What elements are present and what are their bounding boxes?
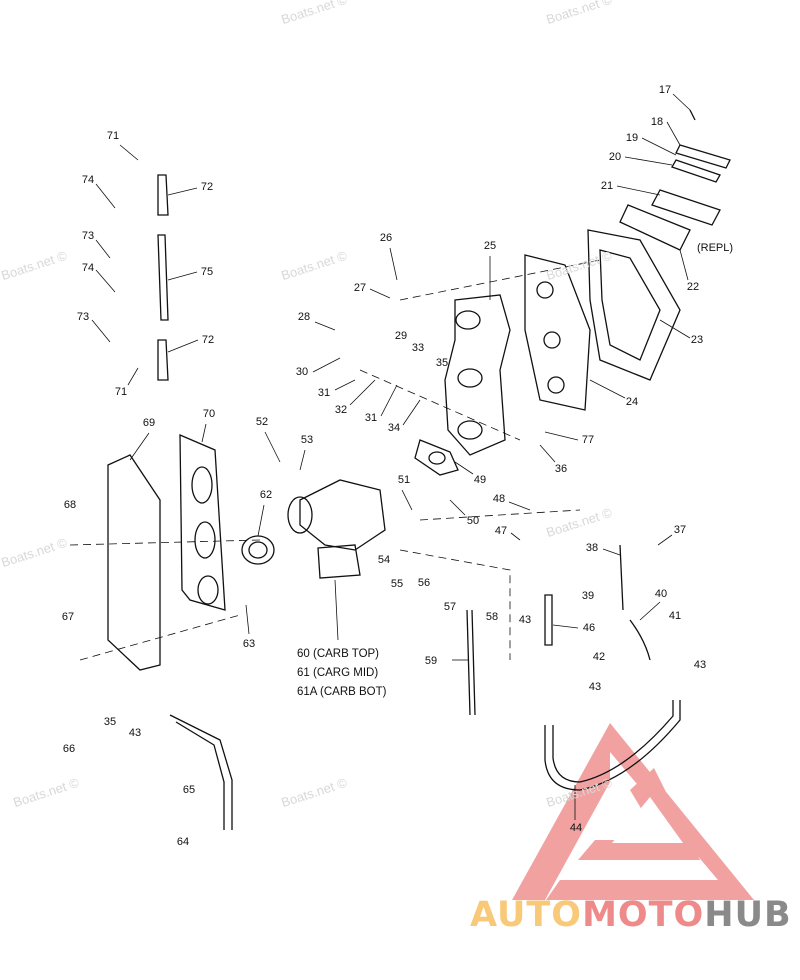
callout-label: 73: [76, 311, 90, 323]
callout-label: 73: [81, 230, 95, 242]
callout-label: 37: [673, 524, 687, 536]
callout-label: 38: [585, 542, 599, 554]
callout-label: 21: [600, 180, 614, 192]
callout-label: (REPL): [696, 242, 734, 254]
callout-label: 32: [334, 404, 348, 416]
callout-label: 43: [518, 614, 532, 626]
callout-label: 35: [435, 357, 449, 369]
callout-label: 57: [443, 601, 457, 613]
callout-label: 46: [582, 622, 596, 634]
callout-label: 40: [654, 588, 668, 600]
callout-label: 62: [259, 489, 273, 501]
logo-triangle: [512, 723, 754, 900]
callout-label: 34: [387, 422, 401, 434]
callout-label: 30: [295, 366, 309, 378]
callout-label: 54: [377, 554, 391, 566]
callout-label: 68: [63, 499, 77, 511]
callout-label: 31: [364, 412, 378, 424]
callout-label: 71: [106, 130, 120, 142]
callout-label: 44: [569, 822, 583, 834]
callout-label: 25: [483, 240, 497, 252]
callout-label: 65: [182, 784, 196, 796]
callout-label: 72: [201, 334, 215, 346]
callout-label: 29: [394, 330, 408, 342]
callout-label: 58: [485, 611, 499, 623]
callout-label: 67: [61, 611, 75, 623]
callout-label: 26: [379, 232, 393, 244]
callout-label: 74: [81, 262, 95, 274]
carb-note-mid: 61 (CARG MID): [297, 667, 379, 679]
callout-label: 47: [494, 525, 508, 537]
callout-label: 70: [202, 408, 216, 420]
callout-label: 36: [554, 463, 568, 475]
callout-label: 51: [397, 474, 411, 486]
logo-moto: MOTO: [582, 895, 705, 935]
callout-label: 59: [424, 655, 438, 667]
callout-label: 55: [390, 578, 404, 590]
callout-label: 33: [411, 342, 425, 354]
callout-label: 53: [300, 434, 314, 446]
callout-label: 35: [103, 716, 117, 728]
callout-label: 31: [317, 387, 331, 399]
callout-label: 64: [176, 836, 190, 848]
callout-label: 69: [142, 417, 156, 429]
callout-label: 72: [200, 181, 214, 193]
callout-label: 27: [353, 282, 367, 294]
callout-label: 56: [417, 577, 431, 589]
automotohub-logo: AUTOMOTOHUB: [470, 895, 792, 935]
logo-auto: AUTO: [470, 895, 583, 935]
callout-label: 42: [592, 651, 606, 663]
callout-label: 63: [242, 638, 256, 650]
callout-label: 50: [466, 515, 480, 527]
callout-label: 41: [668, 610, 682, 622]
logo-hub: HUB: [704, 895, 792, 935]
callout-label: 71: [114, 386, 128, 398]
callout-label: 75: [200, 266, 214, 278]
callout-label: 28: [297, 311, 311, 323]
callout-label: 19: [625, 132, 639, 144]
callout-label: 74: [81, 174, 95, 186]
callout-label: 20: [608, 151, 622, 163]
callout-label: 48: [492, 493, 506, 505]
callout-label: 49: [473, 474, 487, 486]
callout-label: 23: [690, 334, 704, 346]
callout-label: 43: [128, 727, 142, 739]
carb-note-top: 60 (CARB TOP): [297, 648, 380, 660]
callout-label: 43: [588, 681, 602, 693]
callout-label: 22: [686, 281, 700, 293]
callout-label: 77: [581, 434, 595, 446]
callout-label: 43: [693, 659, 707, 671]
carb-note-bot: 61A (CARB BOT): [297, 686, 387, 698]
callout-label: 24: [625, 396, 639, 408]
callout-label: 39: [581, 590, 595, 602]
callout-label: 52: [255, 416, 269, 428]
callout-label: 18: [650, 116, 664, 128]
callout-label: 66: [62, 743, 76, 755]
callout-label: 17: [658, 84, 672, 96]
